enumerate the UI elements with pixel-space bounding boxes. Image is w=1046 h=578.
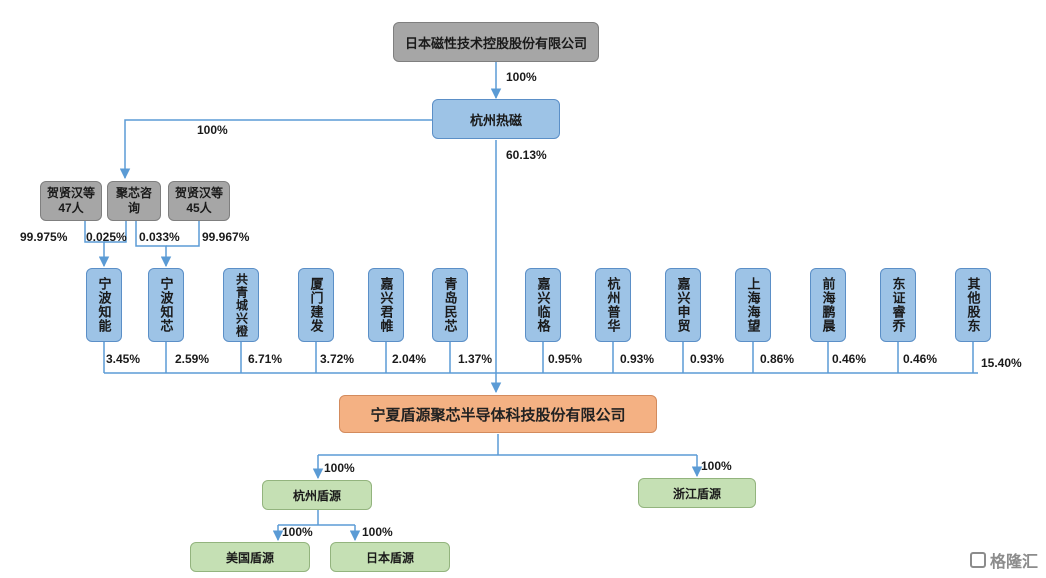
watermark-text: 格隆汇 [989, 554, 1038, 571]
pct-hzdy-to-jp: 100% [362, 525, 393, 539]
node-he47: 贺贤汉等47人 [40, 181, 102, 221]
node-hangzhou-rec: 杭州热磁 [432, 99, 560, 139]
shareholder-2: 共青城兴橙 [223, 268, 259, 342]
pct-julian-to-nb: 0.025% [86, 230, 127, 244]
node-top-company-label: 日本磁性技术控股股份有限公司 [404, 35, 587, 51]
shareholder-3-pct: 3.72% [320, 352, 355, 366]
shareholder-8-pct: 0.93% [690, 352, 725, 366]
shareholder-10-pct: 0.46% [832, 352, 867, 366]
shareholder-10: 前海鹏晨 [810, 268, 846, 342]
line-he45-to-nbx [166, 221, 200, 247]
shareholder-5: 青岛民芯 [432, 268, 468, 342]
node-he47-label: 贺贤汉等47人 [47, 186, 96, 215]
watermark: 格隆汇 [969, 548, 1038, 572]
shareholder-7-pct: 0.93% [620, 352, 655, 366]
shareholder-9-label: 上海海望 [745, 277, 761, 333]
pct-top-to-hz: 100% [506, 70, 537, 84]
node-top-company: 日本磁性技术控股股份有限公司 [393, 22, 599, 62]
line-julian-to-nbx [135, 221, 172, 268]
shareholder-7: 杭州普华 [595, 268, 631, 342]
node-hangzhou-rec-label: 杭州热磁 [469, 112, 522, 128]
shareholder-12-label: 其他股东 [965, 277, 981, 333]
line-he47-to-nb [84, 221, 110, 268]
shareholder-4-pct: 2.04% [392, 352, 427, 366]
node-us-dunyuan: 美国盾源 [190, 542, 310, 572]
shareholder-2-pct: 6.71% [248, 352, 283, 366]
shareholder-12: 其他股东 [955, 268, 991, 342]
node-hangzhou-dunyuan-label: 杭州盾源 [292, 488, 341, 503]
shareholder-12-pct: 15.40% [981, 356, 1022, 370]
shareholder-3: 厦门建发 [298, 268, 334, 342]
node-julian-label: 聚芯咨询 [116, 186, 153, 215]
node-zhejiang-dunyuan: 浙江盾源 [638, 478, 756, 508]
shareholder-4: 嘉兴君帷 [368, 268, 404, 342]
shareholder-0: 宁波知能 [86, 268, 122, 342]
shareholder-5-pct: 1.37% [458, 352, 493, 366]
shareholder-7-label: 杭州普华 [605, 277, 621, 333]
node-jp-dunyuan: 日本盾源 [330, 542, 450, 572]
shareholder-0-label: 宁波知能 [96, 277, 112, 333]
shareholder-9: 上海海望 [735, 268, 771, 342]
line-julian-to-nb [104, 221, 127, 243]
shareholder-6: 嘉兴临格 [525, 268, 561, 342]
gelonghui-logo-icon [969, 552, 986, 568]
shareholder-11-label: 东证睿乔 [890, 277, 906, 333]
shareholder-6-pct: 0.95% [548, 352, 583, 366]
shareholder-4-label: 嘉兴君帷 [378, 277, 394, 333]
pct-he45-to-nbx: 99.967% [202, 230, 250, 244]
line-hz-to-julian [119, 119, 432, 180]
shareholder-9-pct: 0.86% [760, 352, 795, 366]
pct-he47-to-nb: 99.975% [20, 230, 68, 244]
node-main-company: 宁夏盾源聚芯半导体科技股份有限公司 [339, 395, 657, 433]
node-he45-label: 贺贤汉等45人 [175, 186, 224, 215]
pct-hz-to-main: 60.13% [506, 148, 547, 162]
shareholder-11: 东证睿乔 [880, 268, 916, 342]
shareholder-1-label: 宁波知芯 [158, 277, 174, 333]
pct-main-to-zjdy: 100% [701, 459, 732, 473]
pct-julian-to-nbx: 0.033% [139, 230, 180, 244]
node-us-dunyuan-label: 美国盾源 [225, 550, 274, 565]
shareholder-8-label: 嘉兴申贸 [675, 277, 691, 333]
node-jp-dunyuan-label: 日本盾源 [365, 550, 414, 565]
shareholder-10-label: 前海鹏晨 [820, 277, 836, 333]
node-hangzhou-dunyuan: 杭州盾源 [262, 480, 372, 510]
pct-hzdy-to-us: 100% [282, 525, 313, 539]
shareholder-5-label: 青岛民芯 [442, 277, 458, 333]
node-zhejiang-dunyuan-label: 浙江盾源 [672, 486, 721, 501]
node-main-company-label: 宁夏盾源聚芯半导体科技股份有限公司 [370, 406, 626, 424]
shareholder-0-pct: 3.45% [106, 352, 141, 366]
shareholder-11-pct: 0.46% [903, 352, 938, 366]
shareholder-8: 嘉兴申贸 [665, 268, 701, 342]
node-julian: 聚芯咨询 [107, 181, 161, 221]
node-he45: 贺贤汉等45人 [168, 181, 230, 221]
shareholder-2-label: 共青城兴橙 [234, 272, 249, 338]
shareholder-6-label: 嘉兴临格 [535, 277, 551, 333]
shareholder-3-label: 厦门建发 [308, 277, 324, 333]
shareholder-1: 宁波知芯 [148, 268, 184, 342]
shareholder-1-pct: 2.59% [175, 352, 210, 366]
pct-main-to-hzdy: 100% [324, 461, 355, 475]
pct-hz-to-julian: 100% [197, 123, 228, 137]
